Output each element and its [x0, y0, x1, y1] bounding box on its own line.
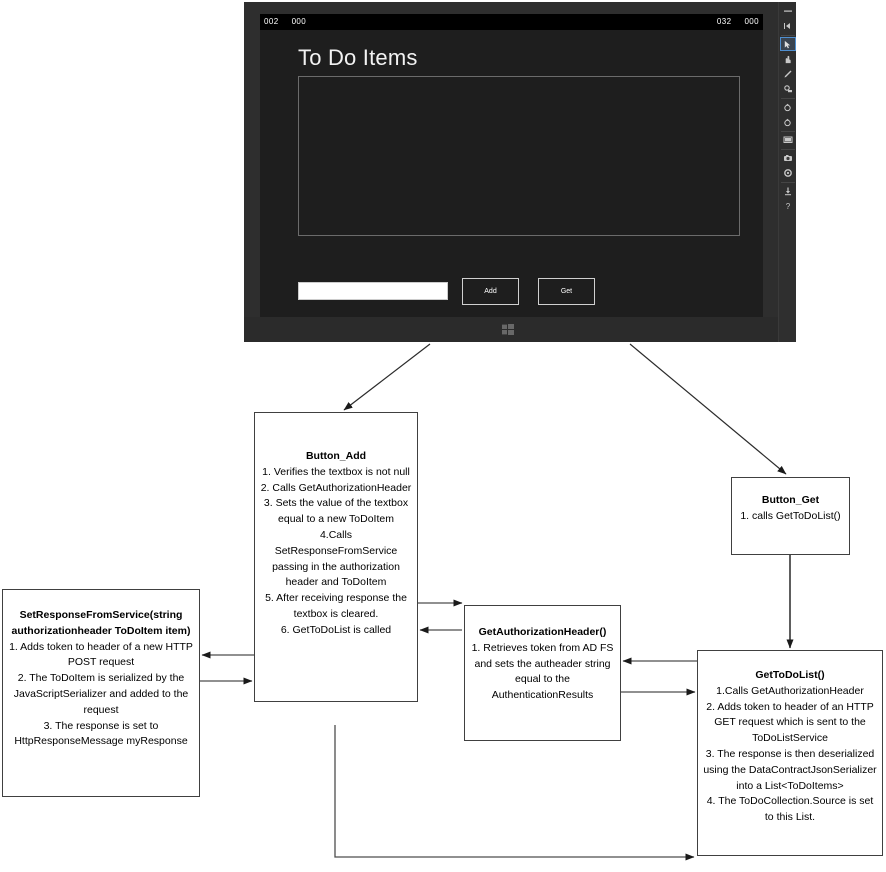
gear-icon[interactable] — [780, 166, 796, 180]
box-body-button-add: 1. Verifies the textbox is not null 2. C… — [260, 465, 412, 636]
emulator-window: 002 000 032 000 To Do Items Add Get — [244, 2, 796, 342]
todo-list-panel[interactable] — [298, 76, 740, 236]
status-bar: 002 000 032 000 — [260, 14, 763, 30]
pointer-icon[interactable] — [779, 37, 796, 51]
box-title-get-todo-list: GetToDoList() — [755, 669, 825, 681]
box-body-button-get: 1. calls GetToDoList() — [740, 509, 841, 522]
box-body-get-todo-list: 1.Calls GetAuthorizationHeader 2. Adds t… — [703, 684, 877, 824]
box-title-set-response-from-service: SetResponseFromService(string authorizat… — [11, 609, 191, 637]
box-body-set-response-from-service: 1. Adds token to header of a new HTTP PO… — [9, 640, 193, 748]
box-title-button-get: Button_Get — [761, 494, 820, 506]
camera-icon[interactable] — [780, 151, 796, 165]
box-title-get-authorization-header: GetAuthorizationHeader() — [478, 626, 607, 638]
status-value-right-2: 000 — [744, 17, 759, 26]
rotate-right-icon[interactable] — [780, 115, 796, 129]
emulator-device-body: 002 000 032 000 To Do Items Add Get — [244, 2, 778, 342]
status-bar-left: 002 000 — [264, 17, 306, 26]
connector-screenshot-to-button-add — [343, 343, 431, 411]
collapse-icon[interactable] — [780, 19, 796, 33]
connector-button-add-to-get-todo-list — [334, 725, 695, 861]
toolbar-divider — [780, 149, 795, 150]
hand-icon[interactable] — [780, 52, 796, 66]
emulator-toolbar[interactable]: ? — [778, 2, 796, 342]
add-button[interactable]: Add — [462, 278, 519, 305]
toolbar-divider — [780, 131, 795, 132]
download-icon[interactable] — [780, 184, 796, 198]
pen-icon[interactable] — [780, 67, 796, 81]
diagram-box-set-response-from-service[interactable]: SetResponseFromService(string authorizat… — [2, 589, 200, 797]
get-button[interactable]: Get — [538, 278, 595, 305]
toolbar-divider — [780, 98, 795, 99]
screen-icon[interactable] — [780, 133, 796, 147]
page-title: To Do Items — [298, 45, 418, 70]
status-value-right-1: 032 — [716, 17, 732, 26]
help-icon[interactable]: ? — [780, 199, 796, 213]
new-item-input[interactable] — [298, 282, 448, 300]
diagram-box-button-add[interactable]: Button_Add 1. Verifies the textbox is no… — [254, 412, 418, 702]
rotate-left-icon[interactable] — [780, 100, 796, 114]
toolbar-divider — [780, 35, 795, 36]
app-screen: 002 000 032 000 To Do Items Add Get — [260, 14, 763, 317]
windows-logo-icon[interactable] — [502, 324, 514, 335]
box-title-button-add: Button_Add — [305, 450, 367, 462]
status-value-left-1: 002 — [264, 17, 279, 26]
diagram-box-get-todo-list[interactable]: GetToDoList() 1.Calls GetAuthorizationHe… — [697, 650, 883, 856]
diagram-box-get-authorization-header[interactable]: GetAuthorizationHeader() 1. Retrieves to… — [464, 605, 621, 741]
toolbar-divider — [780, 182, 795, 183]
box-body-get-authorization-header: 1. Retrieves token from AD FS and sets t… — [471, 641, 614, 702]
status-bar-right: 032 000 — [717, 17, 759, 26]
device-home-bar — [244, 317, 778, 342]
status-value-left-2: 000 — [291, 17, 307, 26]
connector-screenshot-to-button-get — [629, 343, 787, 475]
multitouch-icon[interactable] — [780, 82, 796, 96]
diagram-box-button-get[interactable]: Button_Get 1. calls GetToDoList() — [731, 477, 850, 555]
minimize-icon[interactable] — [780, 4, 796, 18]
svg-text:?: ? — [785, 202, 790, 211]
